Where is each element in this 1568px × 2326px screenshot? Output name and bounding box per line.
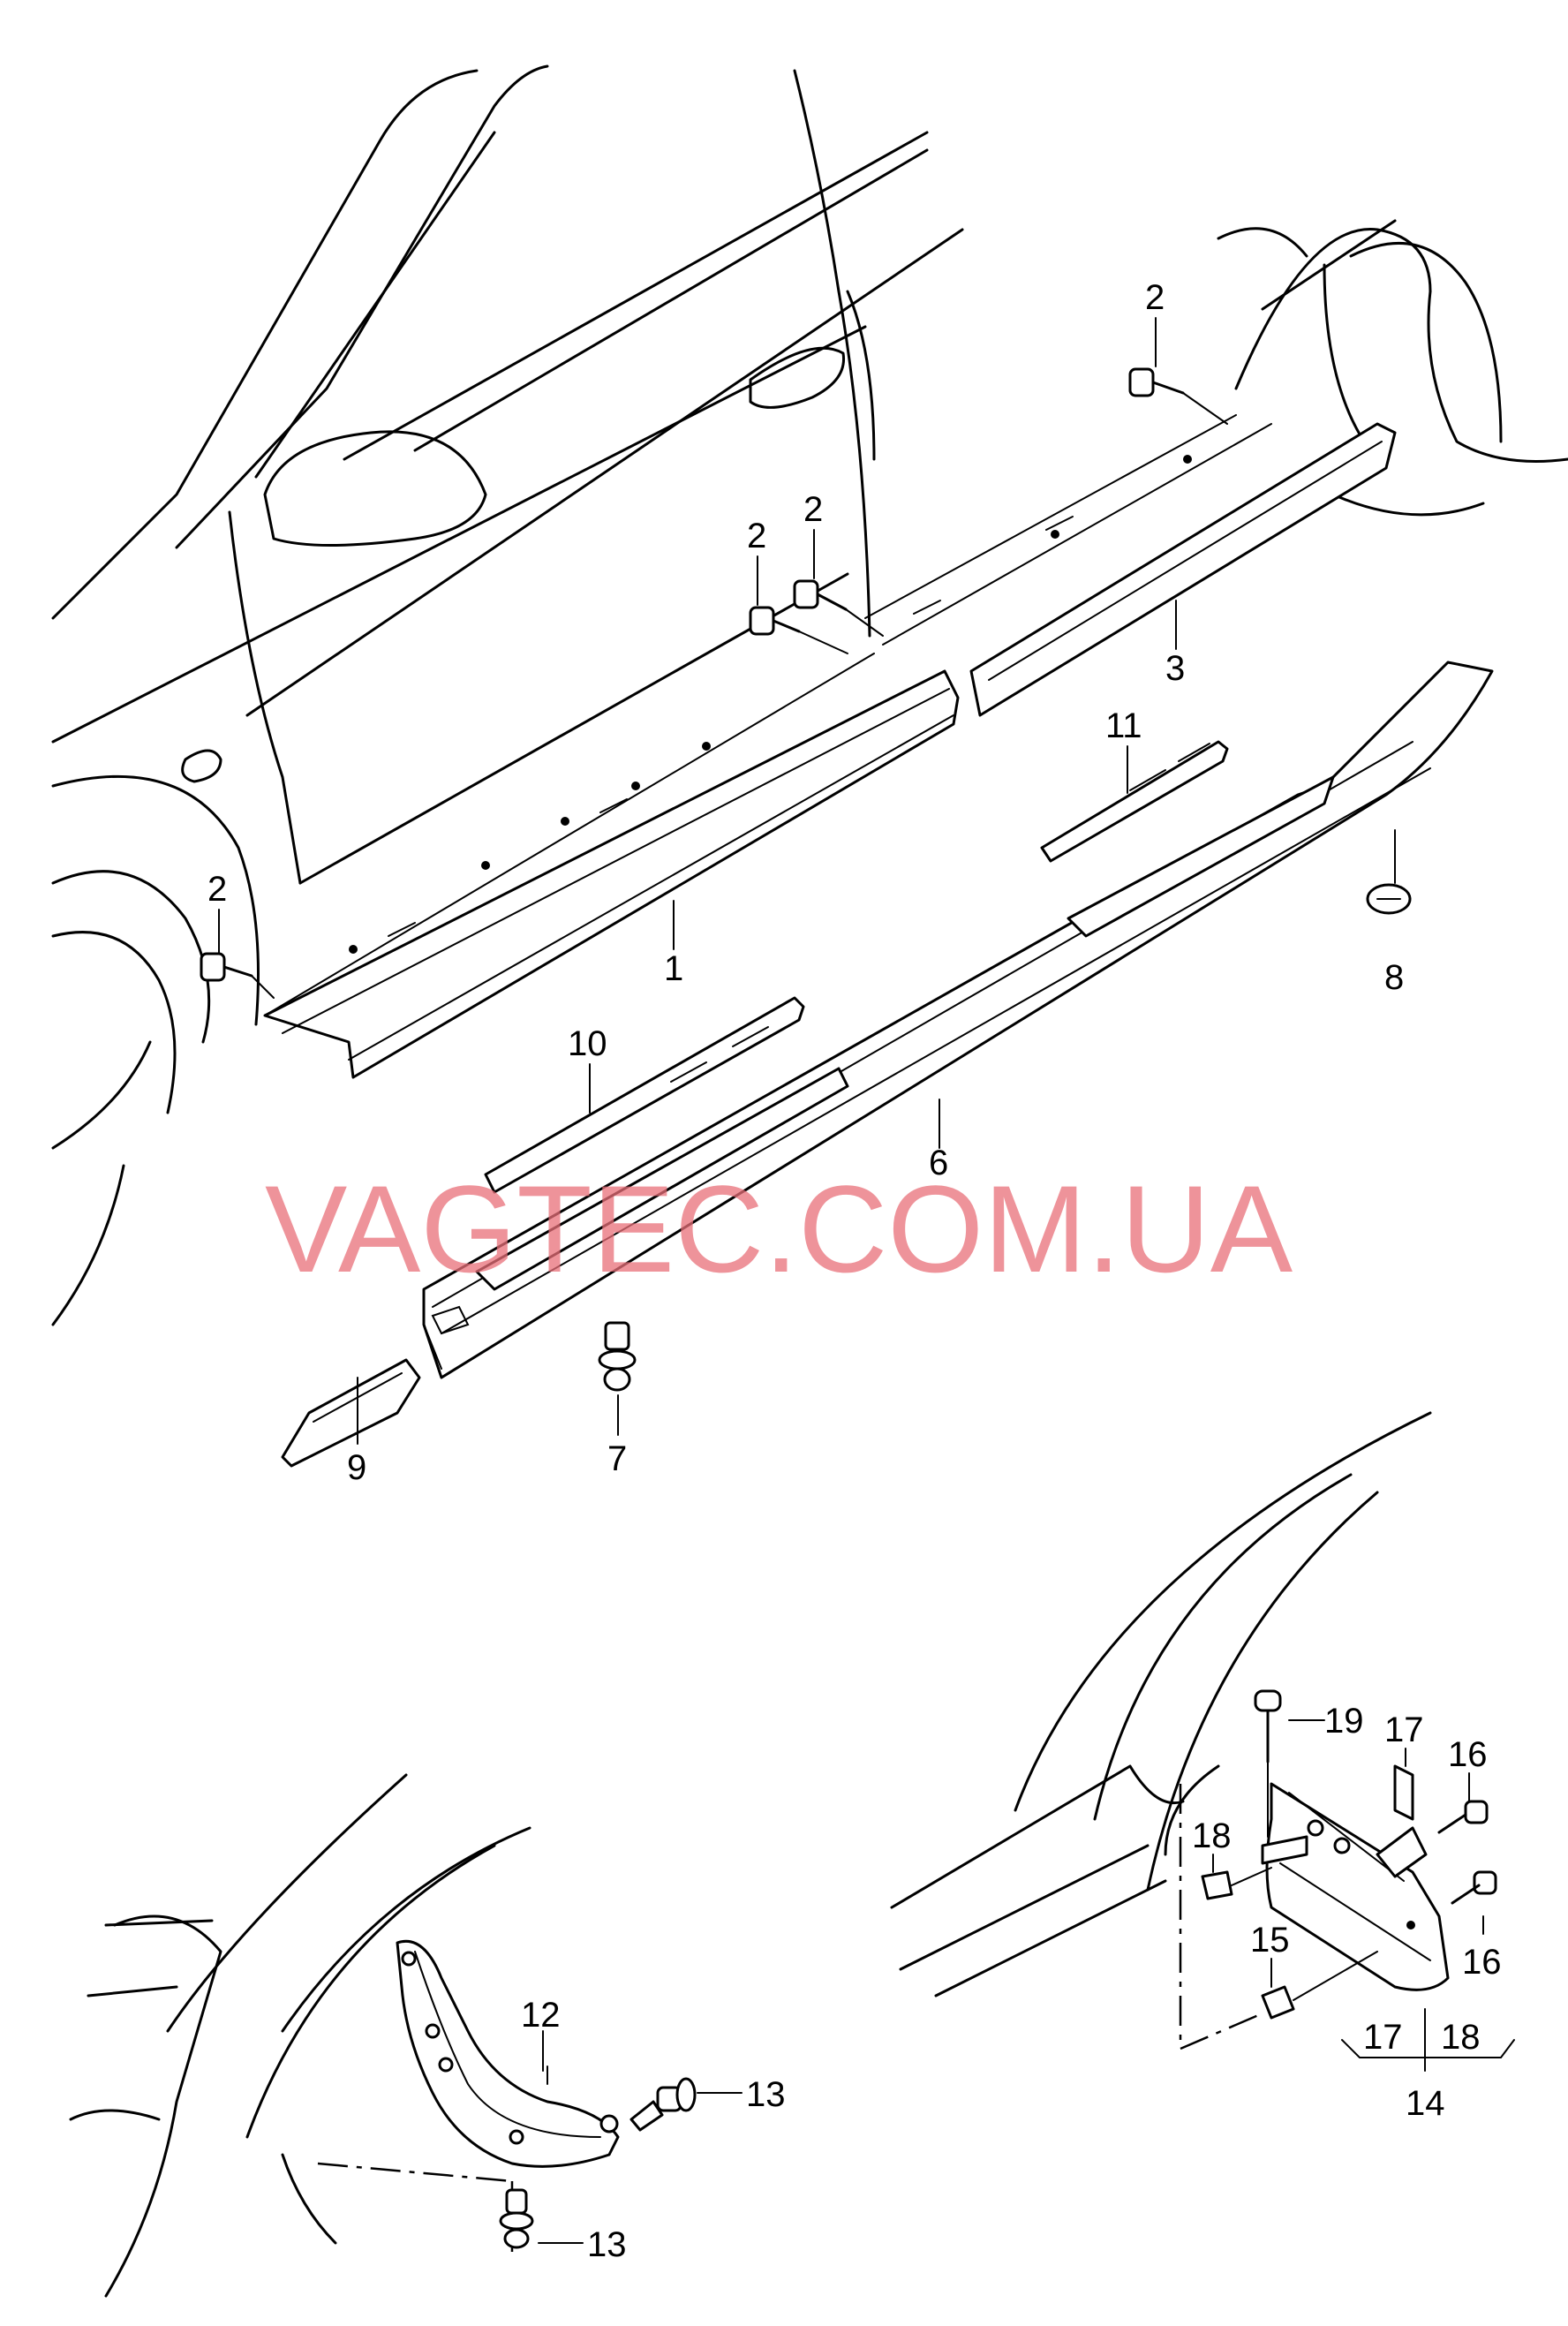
callout-8: 8 <box>1384 958 1404 997</box>
part-12-mud-flap <box>396 1940 620 2168</box>
callout-6: 6 <box>929 1144 948 1182</box>
fasteners-lower-right <box>1179 1689 1515 2072</box>
callout-11: 11 <box>1105 706 1142 745</box>
callout-labels: 1 2 2 2 2 3 6 7 8 9 10 11 12 13 13 14 15… <box>207 278 1502 2264</box>
callout-9: 9 <box>347 1448 366 1487</box>
screw-2-front <box>200 952 275 999</box>
clip-13-right <box>629 2077 743 2132</box>
part-14-bracket <box>1261 1782 1450 1991</box>
screw-2-mid-b <box>793 579 884 637</box>
callout-16-lower: 16 <box>1462 1943 1502 1982</box>
callout-17-upper: 17 <box>1384 1711 1424 1749</box>
part-10-sill-insert <box>484 996 805 1194</box>
callout-15: 15 <box>1250 1921 1290 1960</box>
part-6-sill-panel <box>422 661 1494 1379</box>
callout-2-rear: 2 <box>1145 278 1165 317</box>
part-11-sill-insert <box>1040 740 1229 863</box>
callout-7: 7 <box>607 1439 627 1478</box>
car-body-outline <box>51 64 1568 1326</box>
callout-12: 12 <box>521 1996 561 2035</box>
callout-16-upper: 16 <box>1448 1735 1488 1774</box>
callout-2-mid-a: 2 <box>747 517 766 555</box>
lower-right-wheel-arch <box>890 1411 1432 1997</box>
callout-18-upper: 18 <box>1192 1816 1232 1855</box>
screw-2-mid-a <box>749 606 848 654</box>
screw-2-rear <box>1128 367 1228 425</box>
callout-1: 1 <box>664 949 683 988</box>
callout-2-mid-b: 2 <box>803 490 823 529</box>
callout-10: 10 <box>568 1024 607 1063</box>
callout-14: 14 <box>1406 2084 1445 2123</box>
leader-lines <box>218 317 1396 1445</box>
callout-2-front: 2 <box>207 870 227 909</box>
callout-18-lower: 18 <box>1441 2018 1481 2057</box>
clip-8 <box>1366 883 1412 915</box>
callout-13-bottom: 13 <box>587 2225 627 2264</box>
clip-13-bottom <box>499 2188 584 2249</box>
lower-left-wheel-arch <box>69 1773 531 2298</box>
callout-19: 19 <box>1324 1702 1364 1741</box>
callout-3: 3 <box>1165 649 1185 688</box>
callout-17-lower: 17 <box>1363 2018 1403 2057</box>
part-3-door-moulding-rear <box>864 414 1397 717</box>
watermark: VAGTEC.COM.UA <box>265 1159 1293 1298</box>
part-1-door-moulding-front <box>263 653 960 1079</box>
callout-13-right: 13 <box>746 2075 786 2114</box>
clip-7 <box>598 1321 637 1392</box>
